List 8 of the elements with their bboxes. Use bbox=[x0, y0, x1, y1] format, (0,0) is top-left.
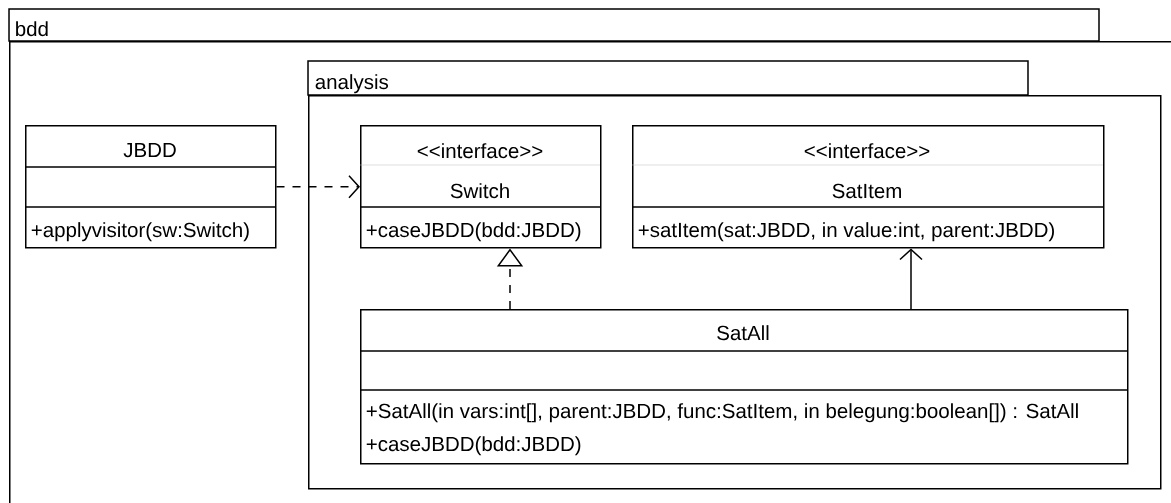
node-label: bdd bbox=[16, 21, 48, 37]
arrow bbox=[275, 175, 360, 199]
arrow bbox=[899, 248, 923, 310]
class-box: SatAll +SatAll(in vars:int[], parent:JBDD, func:SatItem, in belegung:boolean[]) : SatAll +caseJBDD(bdd:JBDD) bbox=[359, 309, 1129, 465]
class-box: JBDD +applyvisitor(sw:Switch) bbox=[24, 125, 277, 249]
class-box: <<interface>> Switch +caseJBDD(bdd:JBDD) bbox=[359, 125, 602, 249]
class-box: <<interface>> SatItem +satItem(sat:JBDD, in value:int, parent:JBDD) bbox=[631, 125, 1105, 249]
node-label: analysis bbox=[315, 74, 389, 94]
